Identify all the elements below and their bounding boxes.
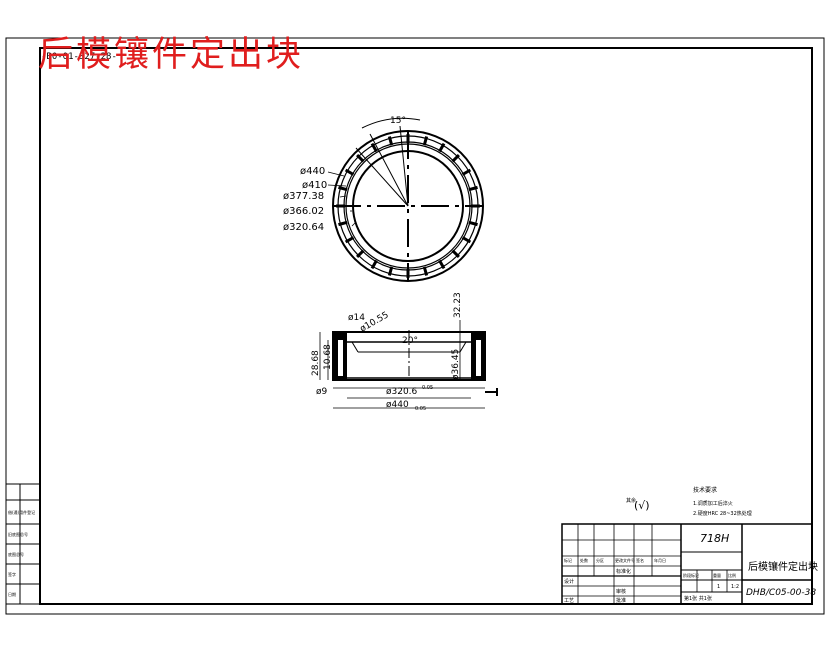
side-label-2: 底图总号 xyxy=(8,551,24,557)
role-review: 审核 xyxy=(616,588,626,595)
angle-arc xyxy=(361,117,421,129)
roughness-label: 其余 xyxy=(626,497,636,504)
ring-slot xyxy=(461,236,472,244)
inner-border xyxy=(39,47,813,605)
svg-text:(√): (√) xyxy=(634,499,650,512)
material-name: 718H xyxy=(700,532,729,545)
dim-d377: ø377.38 xyxy=(283,191,324,202)
role-approve: 批准 xyxy=(616,597,626,604)
sheet-info: 第1张 共1张 xyxy=(684,595,712,602)
ring-slot xyxy=(451,154,460,163)
dim-r32-23: 32.23 xyxy=(453,292,463,318)
left-wall-hole xyxy=(338,340,343,376)
row-label-5: 年月日 xyxy=(654,557,666,563)
ring-slot xyxy=(387,266,394,276)
scale-value: 1:2 xyxy=(731,584,739,590)
ring-slot xyxy=(338,185,348,192)
ring-slot xyxy=(387,136,394,146)
ring-slot xyxy=(461,168,472,176)
ring-slot xyxy=(468,185,478,192)
dim-d366: ø366.02 xyxy=(283,206,324,217)
side-panel: 借(通)用件登记 旧底图总号 底图总号 签字 日期 xyxy=(5,483,41,605)
ring-slots xyxy=(336,134,480,278)
role-process: 工艺 xyxy=(564,598,574,604)
ring-slot xyxy=(356,249,365,258)
drawing-title: 后模镶件定出块 xyxy=(38,35,305,75)
ring-slot xyxy=(422,266,429,276)
ring-slot xyxy=(468,220,478,227)
row-label-4: 签名 xyxy=(636,557,644,563)
role-design: 设计 xyxy=(564,578,574,585)
dim-d440: ø440 xyxy=(300,166,325,177)
part-name: 后模镶件定出块 xyxy=(748,560,818,573)
ring-slot xyxy=(370,259,378,270)
dim-d320: ø320.64 xyxy=(283,222,324,233)
ring-slot xyxy=(422,136,429,146)
drawing-id: -B0-01-S27-28- xyxy=(41,52,117,62)
ring-slot xyxy=(438,259,446,270)
dim-h28-68: 28.68 xyxy=(311,350,321,376)
drawing-number: DHB/C05-00-38 xyxy=(746,588,816,598)
tech-requirements: 技术要求 1.调质加工后淬火 2.硬度HRC 28~32热处理 xyxy=(693,486,752,517)
ring-slot xyxy=(370,142,378,153)
dim-h10-68: 10.68 xyxy=(323,344,333,370)
quantity-value: 1 xyxy=(717,584,720,590)
ring-slot xyxy=(438,142,446,153)
ring-slot xyxy=(451,249,460,258)
ring-slot xyxy=(356,154,365,163)
ring-slot xyxy=(338,220,348,227)
row-label-3: 更改文件号 xyxy=(615,557,635,563)
ring-slot xyxy=(344,168,355,176)
dim-tol1: 0.05 xyxy=(422,385,433,391)
header-weight: 重量 xyxy=(713,572,721,578)
roughness-symbol: 其余 (√) xyxy=(626,497,650,512)
side-label-3: 签字 xyxy=(8,571,16,577)
dim-d36-45: ø36.45 xyxy=(451,349,461,380)
front-view: 15° ø440 ø410 ø377.38 ø366.02 ø320.64 xyxy=(283,116,484,282)
side-label-0: 借(通)用件登记 xyxy=(8,509,35,515)
right-wall-hole xyxy=(476,340,481,376)
header-stage: 阶段标记 xyxy=(683,572,699,578)
angle-label: 15° xyxy=(390,116,406,126)
outer-border xyxy=(5,37,825,615)
leader-line xyxy=(399,125,409,207)
dim-d9: ø9 xyxy=(316,387,328,397)
section-view: ø14 ø10.55 32.23 20° 28.68 10.68 ø36.45 … xyxy=(311,292,498,412)
tech-heading: 技术要求 xyxy=(693,486,717,494)
ring-slot xyxy=(344,236,355,244)
row-label-2: 分区 xyxy=(596,557,604,563)
side-label-1: 旧底图总号 xyxy=(8,531,28,537)
row-label-1: 处数 xyxy=(580,557,588,563)
dim-tol2: 0.05 xyxy=(415,406,426,412)
dim-d440-section: ø440 xyxy=(386,400,409,410)
tech-item-2: 2.硬度HRC 28~32热处理 xyxy=(693,510,752,517)
dim-d410: ø410 xyxy=(302,180,327,191)
tech-item-1: 1.调质加工后淬火 xyxy=(693,500,733,507)
leader-line xyxy=(369,133,409,207)
leader-line xyxy=(355,147,409,207)
side-label-4: 日期 xyxy=(8,591,16,597)
title-block: 标记 处数 分区 更改文件号 签名 年月日 设计 工艺 标准化 审核 批准 阶段… xyxy=(561,523,818,605)
row-label-0: 标记 xyxy=(564,557,572,563)
dim-d320-6: ø320.6 xyxy=(386,387,418,397)
role-standard: 标准化 xyxy=(616,568,631,575)
dim-angle20: 20° xyxy=(402,336,418,346)
header-scale: 比例 xyxy=(728,572,736,578)
dim-d14: ø14 xyxy=(348,313,365,323)
